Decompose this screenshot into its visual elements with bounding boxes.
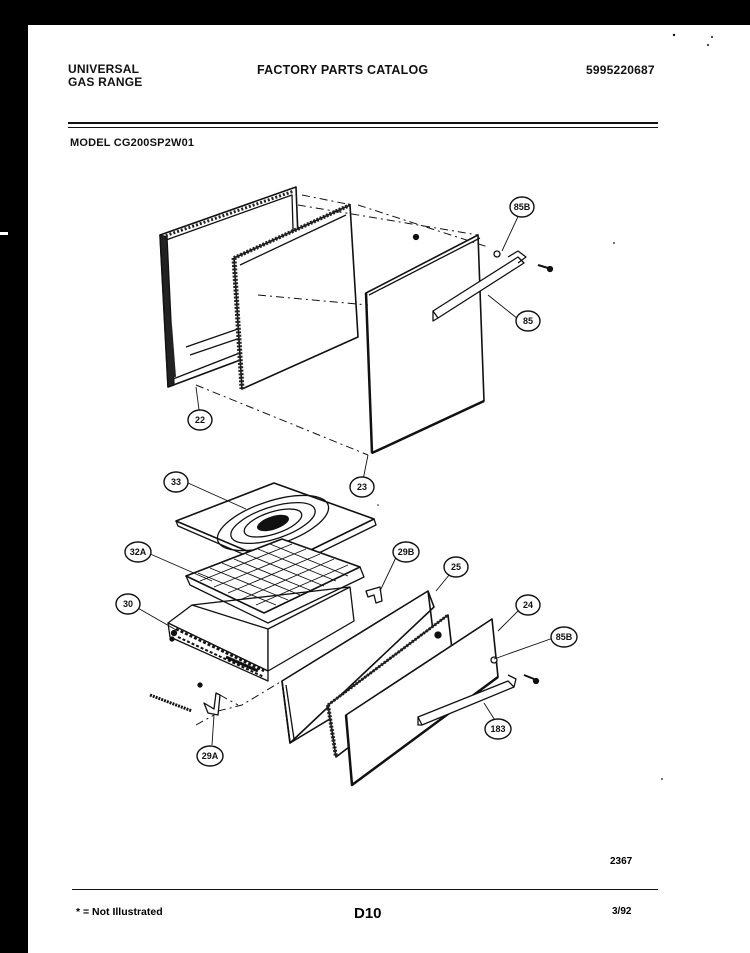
callout-32a-label: 32A: [130, 547, 147, 557]
callout-183-label: 183: [490, 724, 505, 734]
callout-85: [515, 310, 541, 332]
footer-rule: [72, 889, 658, 890]
broiler-drawer-handle: [417, 674, 517, 726]
callout-29a: [196, 745, 224, 767]
scan-specks: [377, 33, 713, 780]
header-rule-thin: [68, 127, 658, 128]
page-number: D10: [354, 905, 382, 922]
oven-door-insulation: [231, 203, 359, 390]
header-rule-thick: [68, 122, 658, 124]
callout-23-label: 23: [357, 482, 367, 492]
broiler-pan-grid: [185, 538, 365, 624]
handle-screws-bottom: [523, 674, 540, 685]
callout-85b-top-label: 85B: [514, 202, 531, 212]
oven-door-outer-panel: [364, 234, 485, 455]
callout-29b-label: 29B: [398, 547, 415, 557]
drawer-alignment-lines: [195, 680, 283, 726]
door-alignment-lines: [195, 194, 489, 456]
model-number: MODEL CG200SP2W01: [70, 137, 195, 149]
brand-block: UNIVERSAL GAS RANGE: [68, 63, 142, 89]
callout-22-label: 22: [195, 415, 205, 425]
callout-32a: [124, 541, 152, 563]
callout-183: [484, 718, 512, 740]
callout-85b-bottom: [550, 626, 578, 648]
parts-catalog-page: UNIVERSAL GAS RANGE FACTORY PARTS CATALO…: [28, 25, 750, 953]
callout-85b-top: [509, 196, 535, 218]
drawing-code: 2367: [610, 856, 633, 867]
callout-33-label: 33: [171, 477, 181, 487]
footnote: * = Not Illustrated: [76, 906, 163, 918]
callout-24-label: 24: [523, 600, 533, 610]
callout-22: [187, 409, 213, 431]
callout-24: [515, 594, 541, 616]
scan-mark: [0, 232, 8, 235]
brand-line-1: UNIVERSAL: [68, 62, 140, 76]
exploded-parts-diagram: 22 23 85B 85 33 32A 30 25 29B 24 85B 183…: [115, 33, 713, 787]
drawer-slide-bracket-left: [197, 682, 221, 716]
callout-85-label: 85: [523, 316, 533, 326]
callout-30-label: 30: [123, 599, 133, 609]
callout-29b: [392, 541, 420, 563]
drawer-slide-bracket-right: [365, 586, 383, 604]
callout-30: [115, 593, 141, 615]
revision-date: 3/92: [612, 906, 632, 917]
callout-29a-label: 29A: [202, 751, 219, 761]
handle-screws-top: [412, 233, 554, 273]
broiler-drawer-body: [167, 586, 355, 682]
drawer-spring: [149, 693, 193, 713]
callout-85b-bottom-label: 85B: [556, 632, 573, 642]
broiler-pan-insert: [175, 482, 377, 572]
callout-23: [349, 476, 375, 498]
callout-25: [443, 556, 469, 578]
brand-line-2: GAS RANGE: [68, 75, 143, 89]
callout-33: [163, 471, 189, 493]
catalog-title: FACTORY PARTS CATALOG: [257, 63, 429, 77]
part-number: 5995220687: [586, 63, 655, 77]
callout-25-label: 25: [451, 562, 461, 572]
oven-door-handle: [432, 250, 527, 322]
